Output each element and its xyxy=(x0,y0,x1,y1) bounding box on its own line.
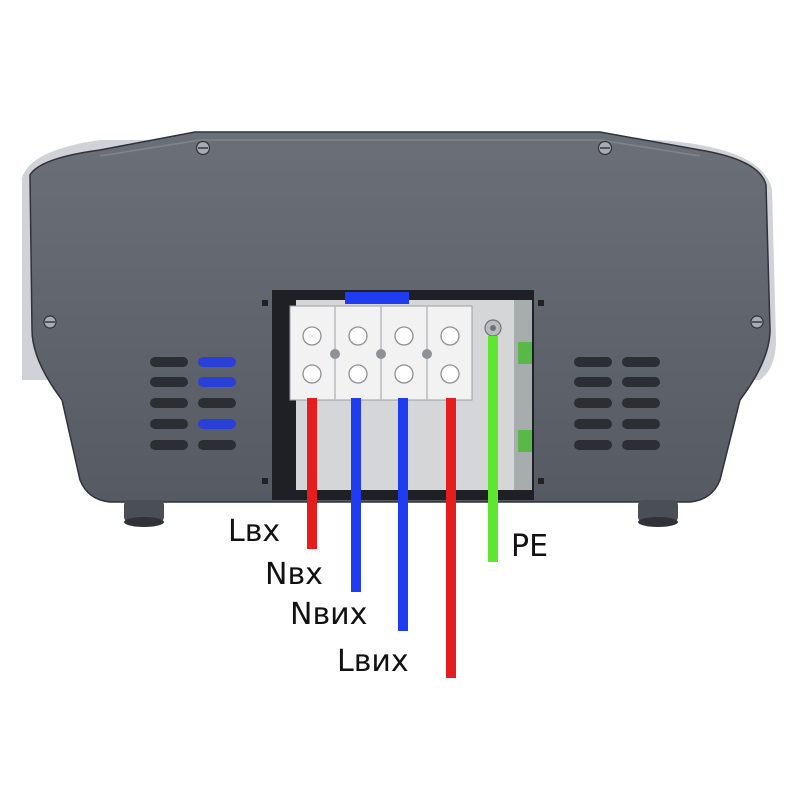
wire-group xyxy=(307,336,498,678)
pcb-detail xyxy=(518,342,532,364)
wire-label-n-in: Nвх xyxy=(265,557,323,592)
right-vent-grille xyxy=(574,357,660,450)
left-foot xyxy=(124,500,164,527)
inner-rail xyxy=(514,300,532,490)
ground-screw-icon xyxy=(484,319,502,337)
pcb-detail xyxy=(518,430,532,452)
wire-label-l-in: Lвх xyxy=(228,514,280,549)
screw-icon xyxy=(597,140,613,156)
screw-icon xyxy=(43,315,57,329)
left-vent-grille xyxy=(150,357,236,450)
screw-icon xyxy=(195,140,211,156)
housing-top-highlight xyxy=(99,139,701,157)
bay-corner-rivet xyxy=(262,300,268,306)
terminal-block xyxy=(289,305,473,401)
wire-label-pe: PE xyxy=(511,529,548,564)
bay-corner-rivet xyxy=(262,478,268,484)
wire-label-l-out: Lвих xyxy=(337,644,409,679)
wire-label-n-out: Nвих xyxy=(290,597,367,632)
right-foot xyxy=(638,500,678,527)
neutral-jumper xyxy=(345,292,409,304)
screw-icon xyxy=(750,315,764,329)
bay-corner-rivet xyxy=(538,478,544,484)
bay-corner-rivet xyxy=(538,300,544,306)
